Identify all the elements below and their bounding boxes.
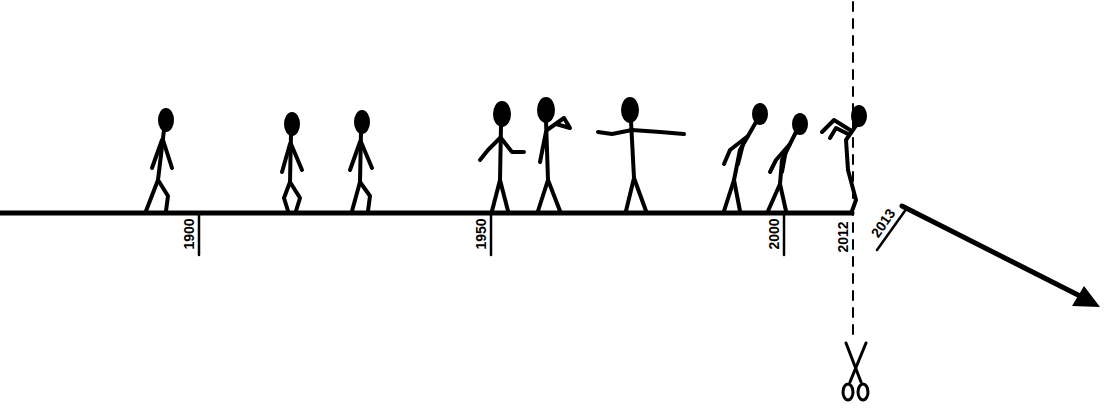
arrow-head <box>1072 286 1100 307</box>
year-label: 2000 <box>767 218 781 249</box>
scissors-symbol <box>843 343 868 400</box>
tick-mark <box>490 213 493 255</box>
cut-line <box>852 2 854 335</box>
year-label: 1950 <box>474 218 488 249</box>
year-label: 2013 <box>868 206 897 240</box>
year-label: 1900 <box>182 218 196 249</box>
year-label: 2012 <box>836 221 850 252</box>
tick-mark <box>198 213 201 255</box>
stick-figures <box>146 99 865 211</box>
decline-arrow <box>902 206 1082 297</box>
tick-mark <box>783 213 786 255</box>
